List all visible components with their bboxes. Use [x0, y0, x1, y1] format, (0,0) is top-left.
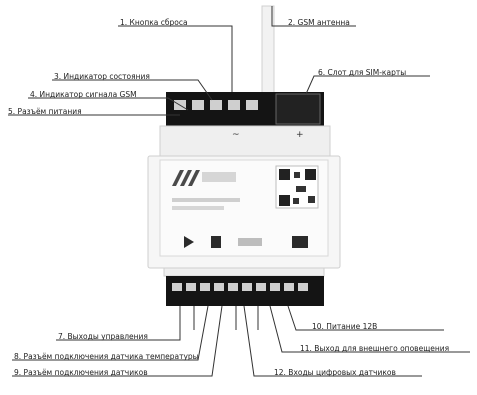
play-icon [184, 236, 194, 248]
lock-icon [211, 236, 221, 248]
leader-3 [52, 79, 213, 101]
leader-6 [305, 75, 430, 95]
callout-3: 3. Индикатор состояния [54, 72, 150, 81]
callout-7: 7. Выходы управления [58, 332, 148, 341]
callout-12: 12. Входы цифровых датчиков [274, 368, 396, 377]
logo-text-block [202, 172, 236, 182]
top-left-mark: ~ [232, 130, 240, 140]
callout-8: 8. Разъём подключения датчика температур… [14, 352, 199, 361]
housing-shoulder [159, 125, 331, 157]
top-right-mark: + [296, 130, 304, 140]
leader-lines [8, 6, 470, 377]
leader-1 [118, 25, 233, 92]
leader-12 [243, 305, 422, 377]
callout-5: 5. Разъём питания [8, 107, 82, 116]
leader-11 [269, 305, 470, 353]
brand-logo [172, 170, 200, 186]
callout-11: 11. Выход для внешнего оповещения [300, 344, 450, 353]
leader-7 [56, 306, 181, 341]
callout-9: 9. Разъём подключения датчиков [14, 368, 148, 377]
qr-code [275, 165, 319, 209]
panel-label-block [238, 238, 262, 246]
info-line [172, 206, 224, 210]
callout-1: 1. Кнопка сброса [120, 18, 188, 27]
callout-6: 6. Слот для SIM-карты [318, 68, 407, 77]
leader-8 [12, 305, 209, 361]
bottom-terminal-screws [172, 283, 308, 291]
info-line [172, 198, 240, 202]
callout-4: 4. Индикатор сигнала GSM [30, 90, 137, 99]
callout-10: 10. Питание 12В [312, 322, 378, 331]
leader-10 [287, 305, 444, 331]
speaker-icon [292, 236, 308, 248]
sim-slot [275, 93, 321, 125]
leader-9 [12, 305, 223, 377]
leader-4 [28, 97, 189, 111]
leader-2 [271, 6, 356, 27]
housing-lower [163, 267, 325, 277]
callout-2: 2. GSM антенна [288, 18, 350, 27]
